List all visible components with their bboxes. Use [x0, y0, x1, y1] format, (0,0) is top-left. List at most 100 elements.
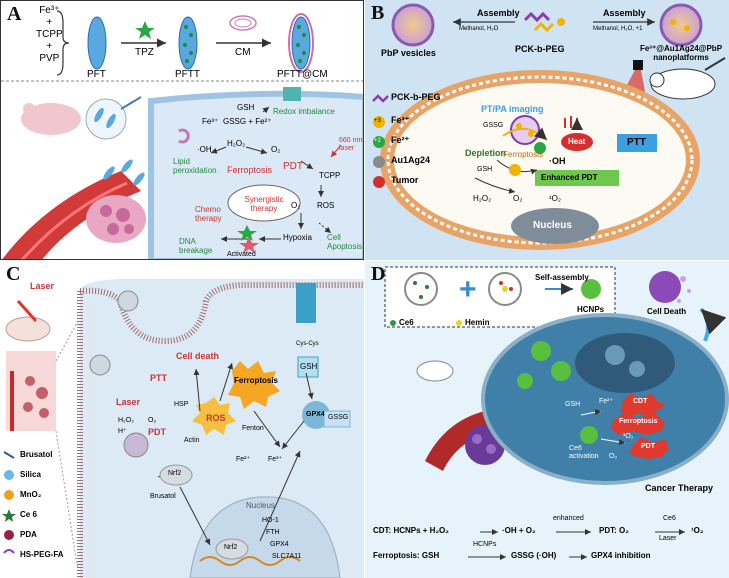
panel-c-illustration	[2, 279, 364, 578]
c-pdt: PDT	[148, 427, 166, 437]
a-h2o2: H₂O₂	[227, 139, 246, 148]
ce6-molecule	[404, 272, 438, 306]
pft-nanosheet	[87, 16, 107, 70]
a-oh: ·OH	[197, 145, 212, 154]
panel-b-letter: B	[371, 2, 385, 24]
b-cond-left: Methanol, H₂O	[459, 26, 499, 32]
b-depletion: Depletion	[465, 148, 507, 158]
a-apoptosis: Cell Apoptosis	[327, 233, 363, 251]
pbp-vesicle	[391, 3, 435, 47]
d-hemin: Hemin	[465, 318, 490, 327]
c-nucleus: Nucleus	[246, 501, 275, 510]
c-nrf2: Nrf2	[168, 470, 182, 477]
d-activation: Ce6 activation	[569, 445, 599, 460]
eq1-prefix: CDT: HCNPs + H₂O₂	[373, 526, 449, 535]
pdt-badge	[629, 437, 669, 459]
cdt-badge	[621, 393, 665, 417]
panel-d-illustration: +	[384, 266, 729, 560]
heat-badge	[561, 133, 593, 151]
dead-cell	[649, 271, 681, 303]
c-fe2: Fe²⁺	[236, 456, 251, 463]
b-badge-fe2: +2	[374, 138, 381, 144]
d-o2b: O₂	[609, 453, 618, 460]
c-h2o2: H₂O₂	[118, 417, 134, 424]
b-o2: O₂	[513, 194, 523, 203]
c-brusatol: Brusatol	[150, 493, 176, 500]
eq1-mid: ·OH + O₂	[502, 526, 536, 535]
b-assembly-left: Assembly	[477, 8, 520, 18]
c-legend-icons	[2, 451, 16, 554]
c-gssg: GSSG	[328, 414, 349, 421]
a-redox: Redox imbalance	[273, 107, 335, 116]
c-legend-pda: PDA	[20, 530, 37, 539]
ferroptosis-badge	[611, 413, 665, 435]
nucleus	[575, 333, 675, 393]
legend-icons	[372, 94, 546, 188]
nanoplatform	[659, 3, 703, 47]
c-ho1: HO-1	[262, 517, 279, 524]
eq1-enhanced: enhanced	[553, 515, 584, 522]
a-o2: O₂	[271, 145, 281, 154]
a-ros: ROS	[317, 201, 335, 210]
nucleus-detail	[605, 345, 645, 377]
b-oh: ·OH	[549, 156, 566, 166]
c-fth: FTH	[266, 529, 280, 536]
gpx4-circle	[302, 401, 330, 429]
eq2-end: GPX4 inhibition	[591, 551, 651, 560]
a-gsh: GSH	[237, 103, 255, 112]
c-legend-mno2: MnO₂	[20, 490, 42, 499]
d-cell-death: Cell Death	[647, 307, 687, 316]
precursor-tcpp: TCPP	[36, 29, 63, 40]
mouse-icon	[5, 316, 51, 342]
b-legend-fe2: Fe²⁺	[391, 135, 410, 145]
panel-b-illustration	[372, 3, 726, 250]
b-assembly-right: Assembly	[603, 8, 646, 18]
eq1-end: ¹O₂	[691, 526, 704, 535]
b-pck: PCK-b-PEG	[515, 44, 565, 54]
blood-vessel	[425, 411, 493, 471]
pck-peg-icon	[523, 11, 565, 33]
c-gpx4b: GPX4	[270, 541, 289, 548]
c-ros: ROS	[206, 413, 226, 423]
panel-b: B Assembly Methanol, H₂O Assembly Methan…	[365, 0, 729, 260]
a-chemo: Chemo therapy	[195, 205, 222, 223]
arrow-label-cm: CM	[235, 47, 251, 58]
a-ferroptosis: Ferroptosis	[227, 165, 273, 175]
eq1-pdt: PDT: O₂	[599, 526, 629, 535]
panel-c-letter: C	[6, 263, 21, 285]
b-heat: Heat	[568, 137, 586, 146]
precursor-plus: +	[46, 17, 53, 28]
b-ptt: PTT	[627, 137, 646, 148]
c-laser: Laser	[30, 281, 55, 291]
c-hsp: HSP	[174, 401, 189, 408]
c-slc: SLC7A11	[272, 553, 302, 560]
c-legend-peg: HS-PEG-FA	[20, 550, 64, 559]
svg-text:+: +	[459, 273, 477, 306]
c-cys: Cys-Cys	[296, 341, 319, 347]
b-cond-right: Methanol, H₂O, +1	[593, 26, 643, 32]
panel-a-illustration	[1, 10, 363, 259]
label-pfttcm: PFTT@CM	[277, 69, 328, 80]
c-legend-ce6: Ce 6	[20, 510, 37, 519]
mouse-icon	[21, 103, 81, 135]
c-laser-inner: Laser	[116, 397, 141, 407]
d-cancer-therapy: Cancer Therapy	[645, 483, 714, 493]
syringe-icon	[120, 96, 142, 110]
b-gssg: GSSG	[483, 122, 504, 129]
eq2-hcnps: HCNPs	[473, 541, 497, 548]
c-fe3: Fe³⁺	[268, 456, 283, 463]
d-fe: Fe²⁺	[599, 398, 614, 405]
b-pbp: PbP vesicles	[381, 48, 436, 58]
c-nrf2b: Nrf2	[224, 544, 238, 551]
c-actin: Actin	[184, 437, 200, 444]
precursor-plus: +	[46, 41, 53, 52]
eq2-mid: GSSG (·OH)	[511, 551, 557, 560]
hemin-molecule	[488, 272, 522, 306]
eq2-prefix: Ferroptosis: GSH	[373, 551, 440, 560]
a-activated: Activated	[227, 251, 256, 258]
c-h: H⁺	[118, 428, 127, 435]
a-fe3: Fe³⁺	[202, 117, 219, 126]
b-badge-fe3: +3	[374, 118, 381, 124]
b-nucleus: Nucleus	[533, 220, 572, 231]
cell-membrane-icon	[229, 15, 257, 31]
